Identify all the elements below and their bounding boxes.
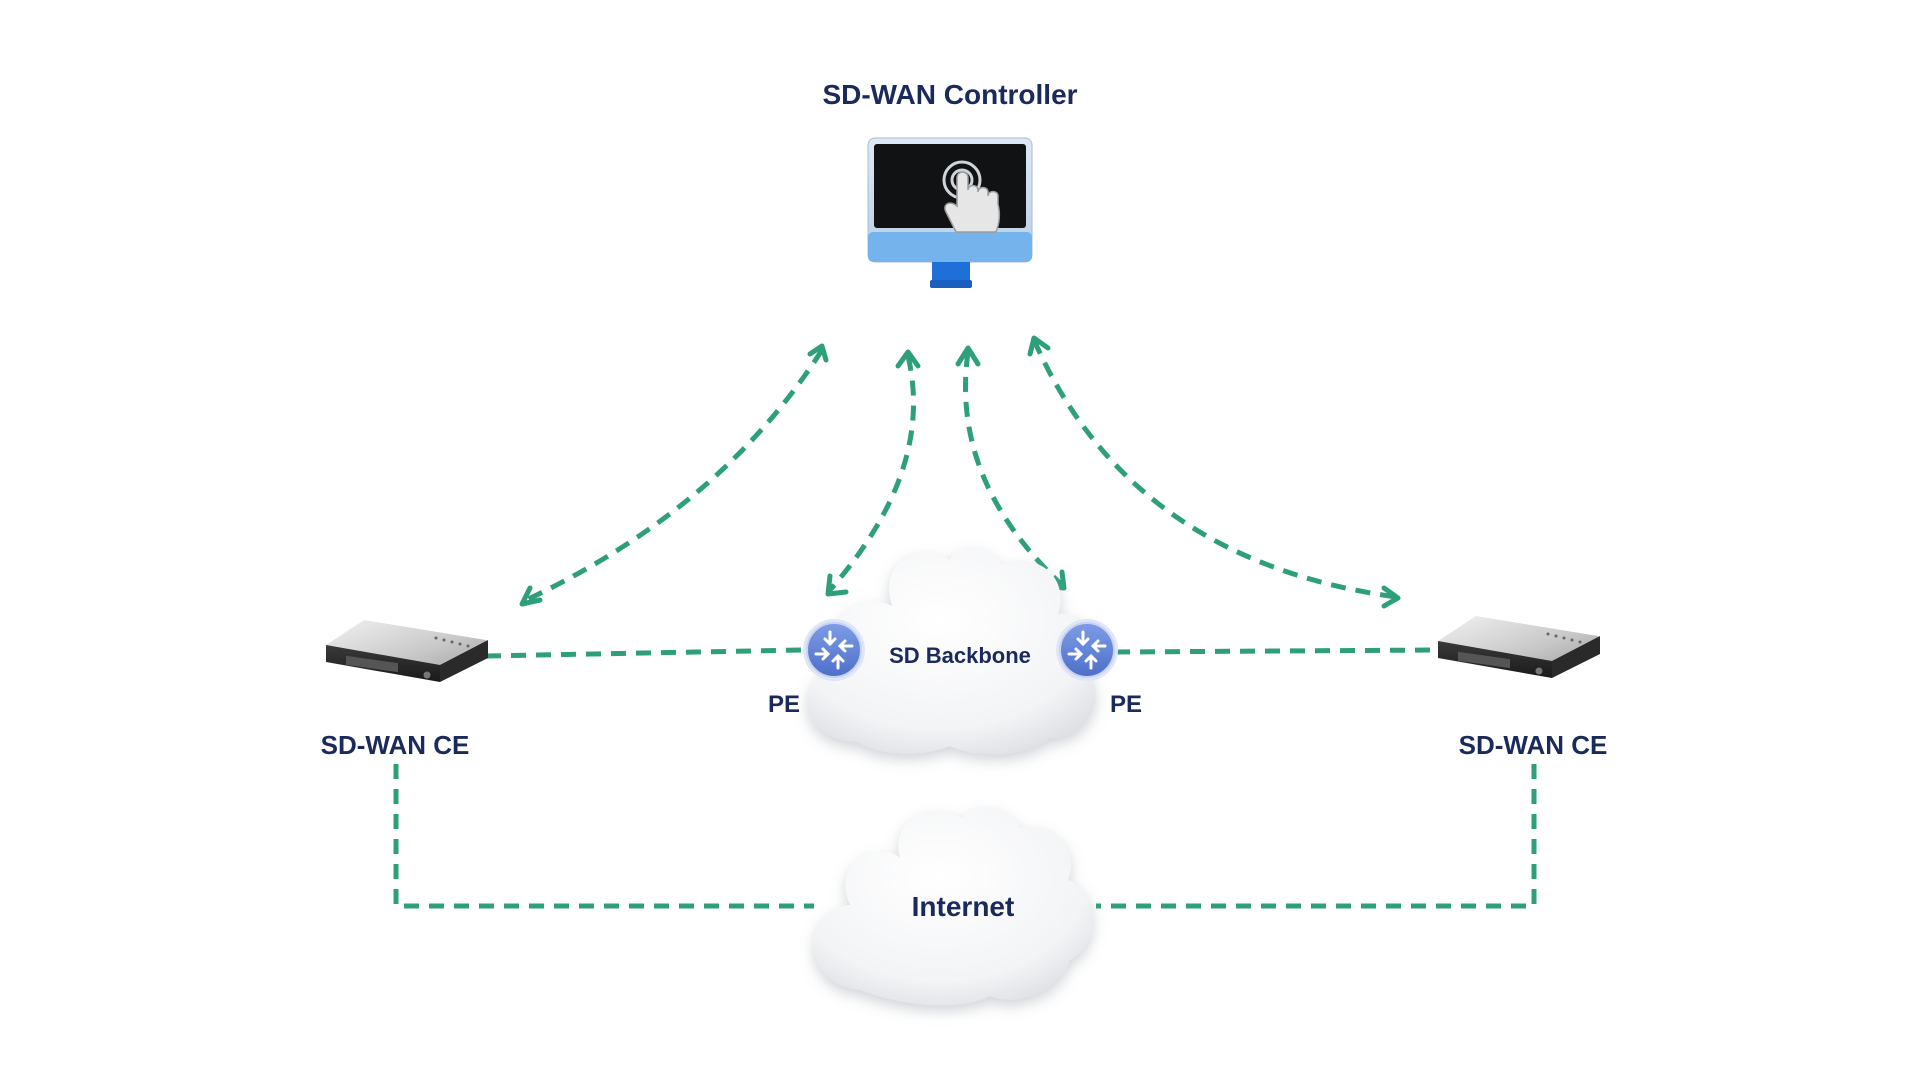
link-ce-left-pe-left <box>485 647 803 659</box>
link-controller-pe-right <box>963 351 1064 587</box>
backbone-label: SD Backbone <box>889 643 1031 668</box>
link-controller-pe-left <box>828 355 916 592</box>
controller-label: SD-WAN Controller <box>822 79 1077 110</box>
link-pe-right-ce-right <box>1114 647 1441 655</box>
ce-right-label: SD-WAN CE <box>1459 730 1608 760</box>
pe-left-router-icon <box>803 619 865 681</box>
sd-backbone-cloud-icon <box>807 547 1100 755</box>
pe-right-label: PE <box>1110 691 1142 718</box>
internet-cloud-icon <box>813 807 1094 1006</box>
ce-left-label: SD-WAN CE <box>321 730 470 760</box>
controller-monitor-touch-icon <box>867 137 1033 288</box>
link-ce-right-internet <box>1096 764 1537 909</box>
arrowhead-controller-end <box>807 343 829 363</box>
internet-label: Internet <box>912 891 1015 922</box>
hand-pointer-icon <box>944 171 1001 233</box>
pe-right-router-icon <box>1056 619 1118 681</box>
arrowhead-ce-right-end <box>1381 585 1401 609</box>
arrowhead-controller-end <box>955 345 981 367</box>
link-controller-ce-left <box>520 348 825 605</box>
arrowhead-ce-left-end <box>519 585 543 607</box>
arrowhead-pe-left-end <box>825 573 849 597</box>
ce-right-router-device-icon <box>1438 616 1600 678</box>
link-controller-ce-right <box>1031 338 1397 600</box>
arrowhead-controller-end <box>1027 335 1051 357</box>
arrowhead-controller-end <box>895 349 921 369</box>
ce-left-router-device-icon <box>326 620 488 682</box>
pe-left-label: PE <box>768 691 800 718</box>
link-ce-left-internet <box>393 764 814 909</box>
